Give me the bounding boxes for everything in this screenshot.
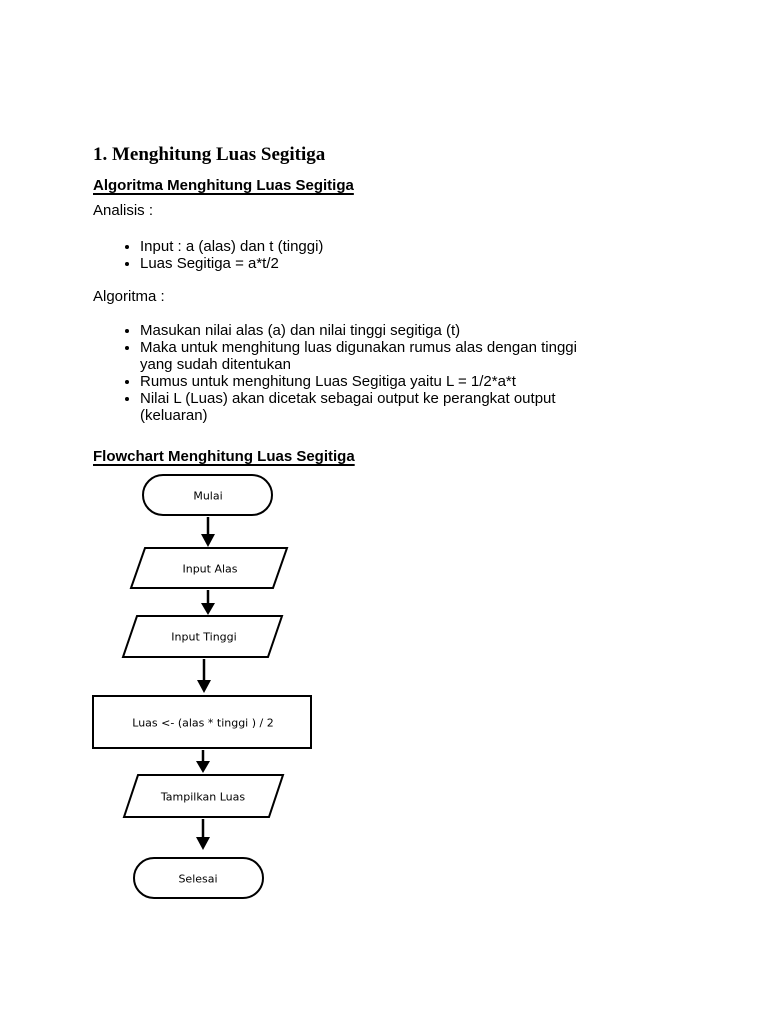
list-item: Masukan nilai alas (a) dan nilai tinggi … — [140, 322, 608, 339]
io-shape-input-tinggi — [121, 615, 284, 658]
arrowhead-icon — [201, 603, 215, 615]
flowchart-node-label-input-tinggi: Input Tinggi — [171, 630, 237, 644]
flowchart-node-label-mulai: Mulai — [193, 489, 223, 503]
io-shape-tampilkan-luas — [122, 774, 285, 818]
flowchart-section-heading: Flowchart Menghitung Luas Segitiga — [93, 448, 355, 465]
list-item: Input : a (alas) dan t (tinggi) — [140, 238, 610, 255]
page-title: 1. Menghitung Luas Segitiga — [93, 144, 326, 165]
algoritma-section-heading: Algoritma Menghitung Luas Segitiga — [93, 177, 354, 194]
list-item: Maka untuk menghitung luas digunakan rum… — [140, 339, 608, 373]
algoritma-label: Algoritma : — [93, 288, 165, 305]
analisis-list: Input : a (alas) dan t (tinggi) Luas Seg… — [93, 238, 610, 272]
arrowhead-icon — [197, 680, 211, 693]
terminator-shape-mulai — [142, 474, 273, 516]
list-item: Luas Segitiga = a*t/2 — [140, 255, 610, 272]
algoritma-list: Masukan nilai alas (a) dan nilai tinggi … — [93, 322, 608, 424]
io-shape-input-alas — [129, 547, 289, 589]
terminator-shape-selesai — [133, 857, 264, 899]
list-item: Nilai L (Luas) akan dicetak sebagai outp… — [140, 390, 608, 424]
arrowhead-icon — [196, 837, 210, 850]
flowchart-node-label-selesai: Selesai — [178, 872, 218, 886]
arrowhead-icon — [196, 761, 210, 773]
flowchart-node-label-luas-process: Luas <- (alas * tinggi ) / 2 — [132, 716, 274, 730]
list-item: Rumus untuk menghitung Luas Segitiga yai… — [140, 373, 608, 390]
analisis-label: Analisis : — [93, 202, 154, 219]
process-shape-luas — [92, 695, 312, 749]
arrowhead-icon — [201, 534, 215, 547]
flowchart-node-label-input-alas: Input Alas — [182, 562, 238, 576]
flowchart-node-label-tampilkan-luas: Tampilkan Luas — [160, 790, 246, 804]
